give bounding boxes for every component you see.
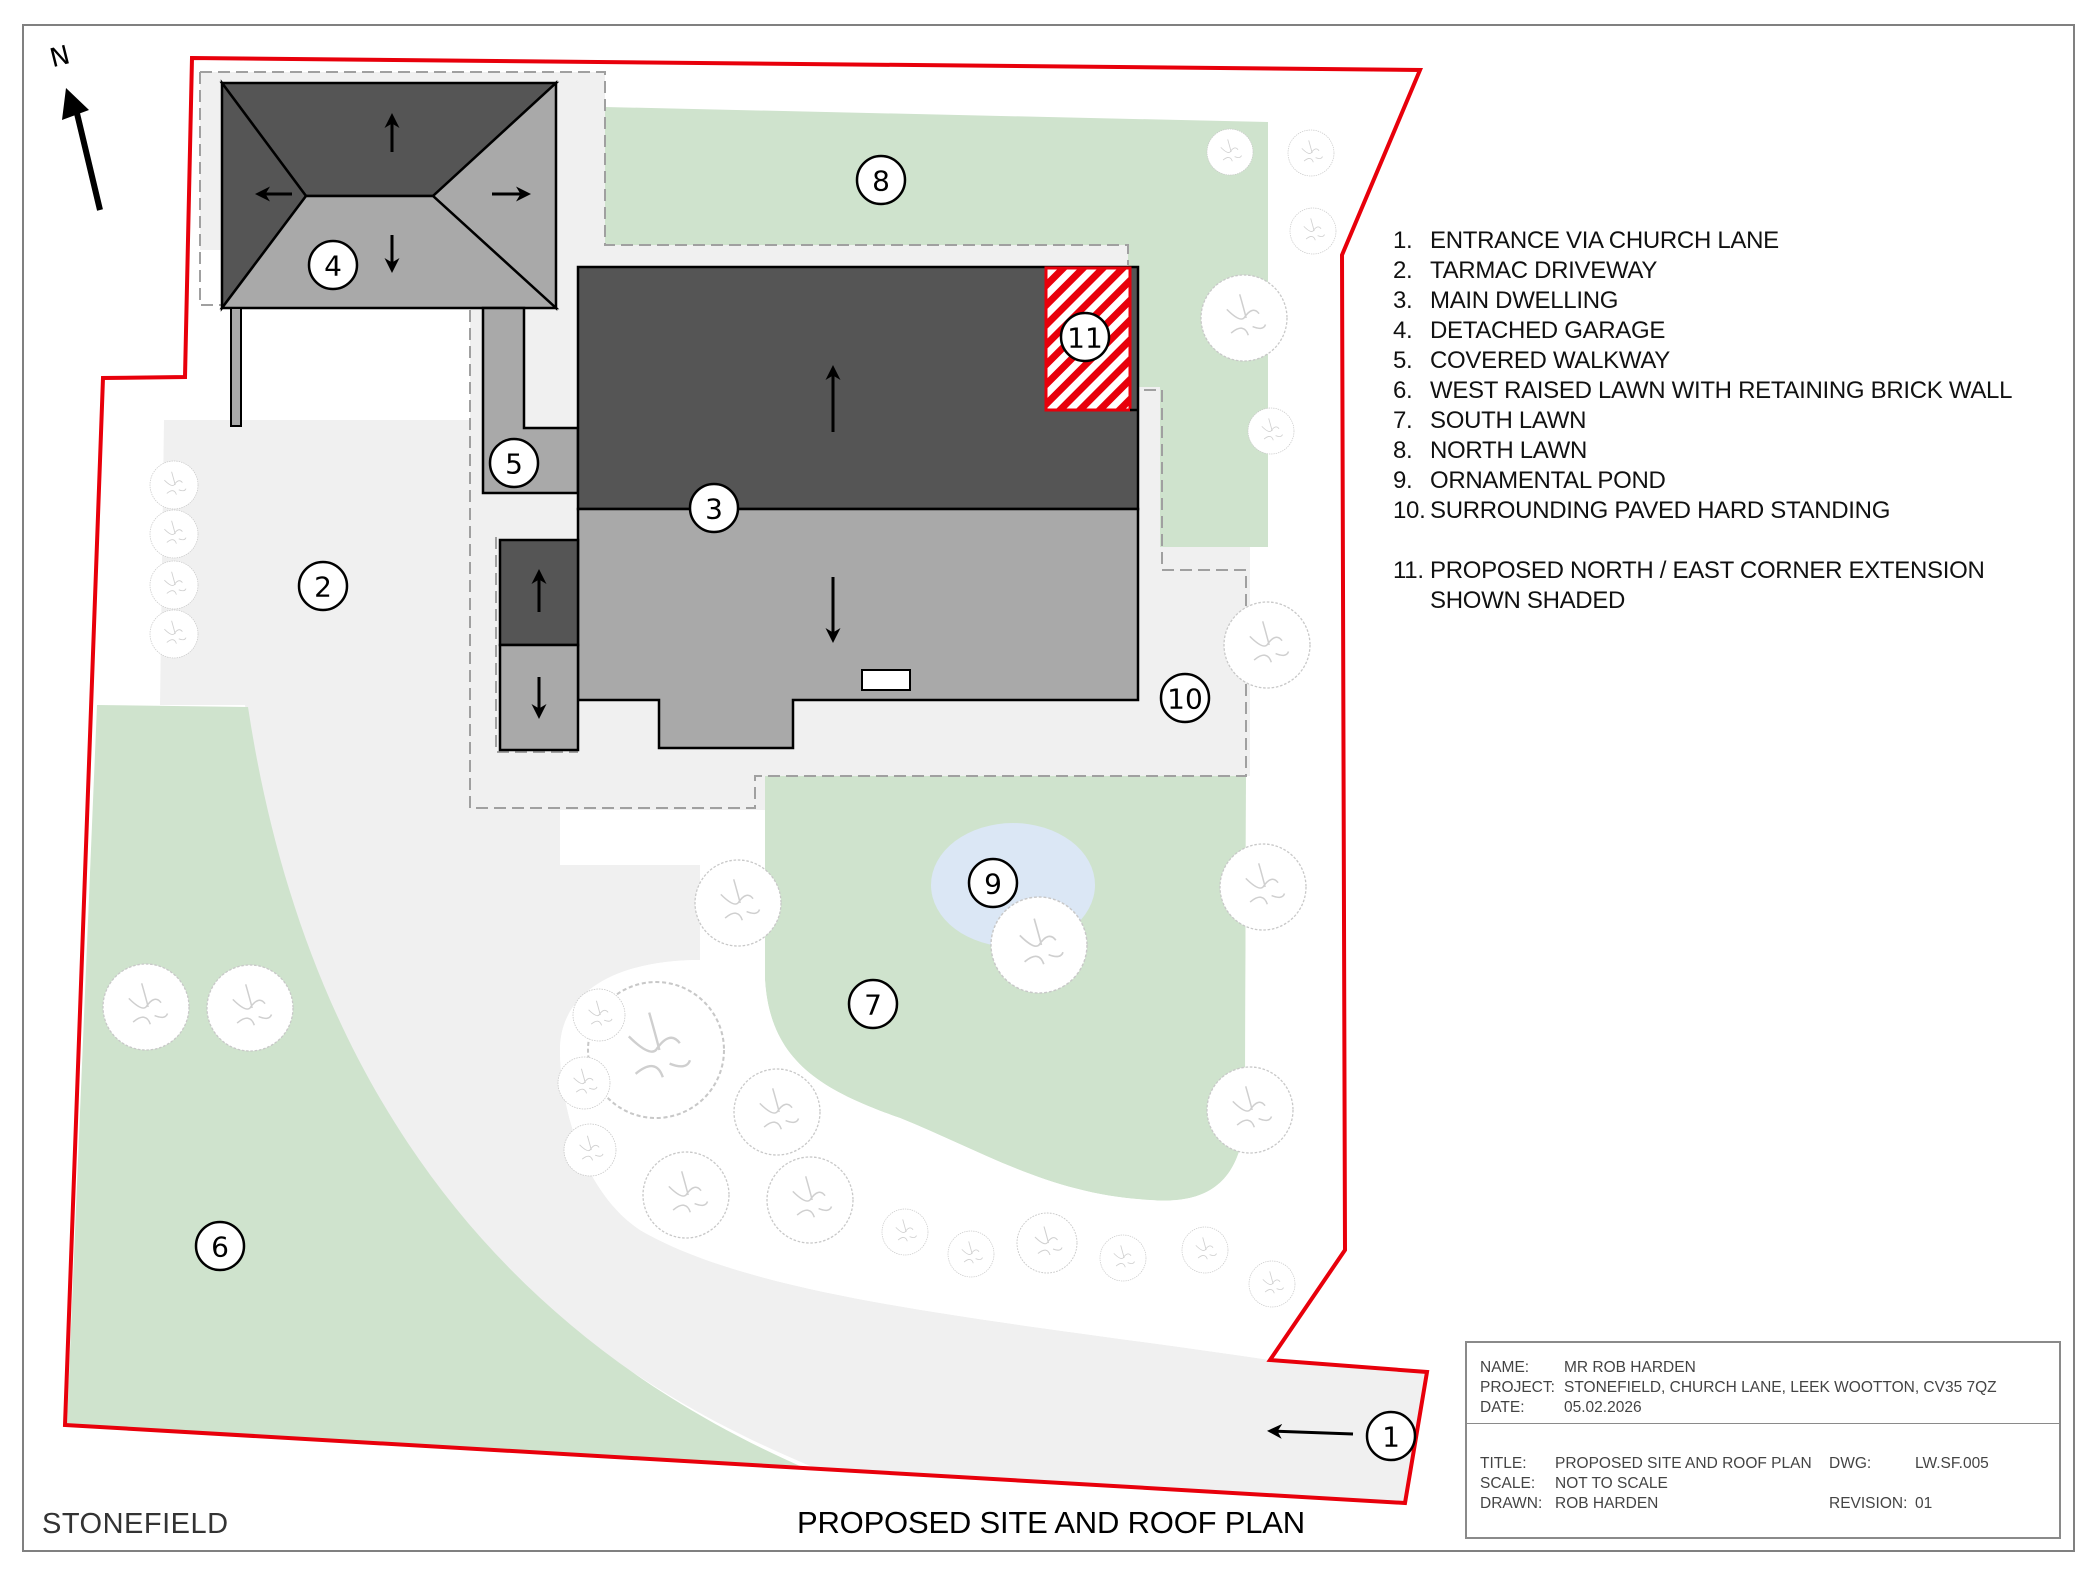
svg-text:10: 10 [1167,683,1203,716]
dwg-label: DWG: [1829,1455,1872,1472]
paved-hard-standing-outline [199,71,1247,809]
site-boundary [62,55,1430,1506]
legend-item: 5.COVERED WALKWAY [1393,347,1670,374]
legend-item-extension-line2: SHOWN SHADED [1430,587,1626,614]
svg-text:8: 8 [872,165,890,198]
project-label: PROJECT: [1480,1379,1555,1396]
marker-5: 5 [488,437,540,489]
marker-7: 7 [847,978,899,1030]
site-name-label: STONEFIELD [42,1508,229,1540]
marker-4: 4 [307,239,359,291]
garage-post [230,307,242,427]
name-value: MR ROB HARDEN [1564,1359,1696,1376]
project-value: STONEFIELD, CHURCH LANE, LEEK WOOTTON, C… [1564,1379,1997,1396]
legend-item: 2.TARMAC DRIVEWAY [1393,257,1658,284]
drawn-value: ROB HARDEN [1555,1495,1659,1512]
svg-text:9: 9 [984,868,1002,901]
title-block-client: NAME: MR ROB HARDEN PROJECT: STONEFIELD,… [1467,1343,2059,1424]
north-lawn [605,107,1268,547]
drawing-title: PROPOSED SITE AND ROOF PLAN [797,1505,1305,1540]
legend-item: 3.MAIN DWELLING [1393,287,1619,314]
legend-item: 6.WEST RAISED LAWN WITH RETAINING BRICK … [1393,377,2013,404]
key-markers: 1 2 3 4 5 6 7 8 9 10 11 [194,154,1417,1462]
revision-value: 01 [1915,1495,1933,1512]
svg-text:N: N [47,40,73,74]
marker-1: 1 [1365,1410,1417,1462]
scale-value: NOT TO SCALE [1555,1475,1668,1492]
marker-8: 8 [855,154,907,206]
svg-text:11: 11 [1067,322,1103,355]
legend-item: 1.ENTRANCE VIA CHURCH LANE [1393,227,1779,254]
title-value: PROPOSED SITE AND ROOF PLAN [1555,1455,1812,1472]
entrance-arrow [1267,1423,1354,1439]
garage-roof-arrows [255,113,531,273]
main-dwelling [498,265,1140,752]
legend-item: 7.SOUTH LAWN [1393,407,1587,434]
marker-6: 6 [194,1220,246,1272]
svg-text:6: 6 [211,1231,229,1264]
svg-text:4: 4 [324,250,342,283]
name-label: NAME: [1480,1359,1530,1376]
dwelling-roof-arrows [531,365,841,719]
marker-3: 3 [688,482,740,534]
south-lawn [765,776,1246,1201]
scale-label: SCALE: [1480,1475,1536,1492]
svg-text:1: 1 [1382,1421,1400,1454]
svg-text:2: 2 [314,571,332,604]
dwg-value: LW.SF.005 [1915,1455,1989,1472]
svg-text:3: 3 [705,493,723,526]
legend-item: 4.DETACHED GARAGE [1393,317,1666,344]
date-label: DATE: [1480,1399,1525,1416]
marker-9: 9 [967,857,1019,909]
svg-text:5: 5 [505,448,523,481]
marker-2: 2 [297,560,349,612]
key-legend: 1.ENTRANCE VIA CHURCH LANE 2.TARMAC DRIV… [1393,226,2053,616]
marker-11: 11 [1059,311,1111,363]
date-value: 05.02.2026 [1564,1399,1642,1416]
path-gap [560,810,765,865]
north-arrow-icon: N [47,40,103,211]
legend-item: 10.SURROUNDING PAVED HARD STANDING [1393,497,1891,524]
svg-text:7: 7 [864,989,882,1022]
legend-item: 9.ORNAMENTAL POND [1393,467,1666,494]
title-label: TITLE: [1480,1455,1527,1472]
revision-label: REVISION: [1829,1495,1908,1512]
drawn-label: DRAWN: [1480,1495,1543,1512]
legend-item-extension: 11.PROPOSED NORTH / EAST CORNER EXTENSIO… [1393,557,1985,584]
marker-10: 10 [1159,672,1211,724]
legend-item: 8.NORTH LAWN [1393,437,1588,464]
west-raised-lawn [67,705,800,1466]
title-block: NAME: MR ROB HARDEN PROJECT: STONEFIELD,… [1465,1341,2061,1539]
